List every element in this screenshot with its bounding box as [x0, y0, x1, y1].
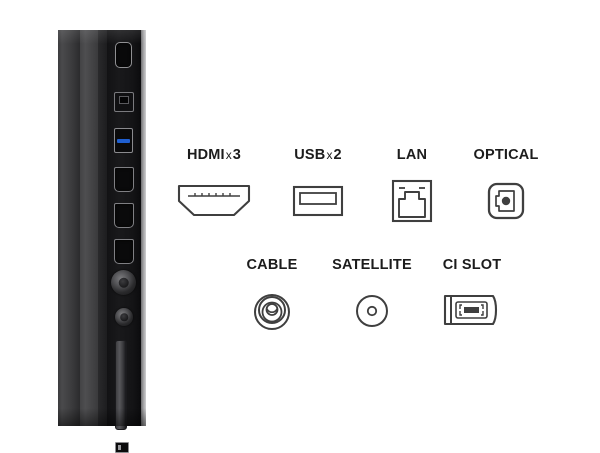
port-top-rect: [115, 42, 132, 68]
tv-cabinet-inner-face: [98, 30, 107, 426]
legend-item-cislot: CI SLOT: [422, 258, 522, 334]
cable-coax-icon: [252, 288, 292, 334]
legend-label-hdmi-multiplier: x: [225, 148, 232, 162]
coax-center-pin: [118, 277, 129, 288]
usb-blue-tongue: [117, 139, 130, 144]
legend-item-hdmi: HDMIx3: [160, 148, 268, 224]
lan-port-icon: [391, 178, 433, 224]
legend-label-hdmi: HDMIx3: [187, 148, 241, 163]
legend-label-usb-multiplier: x: [326, 148, 333, 162]
legend-label-cable: CABLE: [247, 258, 298, 273]
legend-item-cable: CABLE: [222, 258, 322, 334]
port-hdmi-3-physical: [114, 239, 134, 264]
satellite-center-pin: [120, 313, 128, 321]
legend-label-lan: LAN: [397, 148, 427, 163]
legend-label-satellite-text: SATELLITE: [332, 257, 412, 273]
legend-item-optical: OPTICAL: [456, 148, 556, 224]
legend-label-usb-count: 2: [333, 147, 342, 163]
port-service-physical: [115, 442, 129, 453]
satellite-f-connector-icon: [353, 288, 391, 334]
port-legend: HDMIx3 USBx2: [160, 140, 590, 370]
tv-outer-rim: [141, 30, 146, 426]
usb-port-icon: [292, 178, 344, 224]
port-hdmi-2-physical: [114, 203, 134, 228]
legend-label-cable-text: CABLE: [246, 257, 298, 273]
legend-label-optical: OPTICAL: [473, 148, 538, 163]
port-ci-slot-physical: [115, 340, 127, 430]
port-lan-physical: [114, 92, 134, 112]
port-satellite-physical: [115, 308, 133, 326]
port-cable-coax-physical: [111, 270, 136, 295]
legend-item-lan: LAN: [368, 148, 456, 224]
tv-side-panel: [58, 30, 146, 453]
legend-label-usb: USBx2: [294, 148, 341, 163]
legend-label-satellite: SATELLITE: [332, 258, 412, 273]
legend-label-lan-text: LAN: [396, 147, 428, 163]
legend-item-usb: USBx2: [268, 148, 368, 224]
legend-item-satellite: SATELLITE: [322, 258, 422, 334]
tv-cabinet-mid-face: [80, 30, 98, 426]
port-hdmi-1-physical: [114, 167, 134, 192]
legend-row-1: HDMIx3 USBx2: [160, 148, 556, 224]
hdmi-port-icon: [177, 178, 251, 224]
legend-label-cislot-text: CI SLOT: [442, 257, 502, 273]
legend-label-cislot: CI SLOT: [443, 258, 502, 273]
legend-row-2: CABLE SATELLITE: [222, 258, 522, 334]
ci-slot-icon: [441, 288, 503, 334]
legend-label-optical-text: OPTICAL: [473, 147, 539, 163]
optical-port-icon: [487, 178, 525, 224]
tv-cabinet-outer-face: [58, 30, 80, 426]
legend-label-hdmi-text: HDMI: [186, 147, 225, 163]
legend-label-usb-text: USB: [294, 147, 326, 163]
legend-label-hdmi-count: 3: [232, 147, 242, 163]
port-usb-blue-physical: [114, 128, 133, 153]
